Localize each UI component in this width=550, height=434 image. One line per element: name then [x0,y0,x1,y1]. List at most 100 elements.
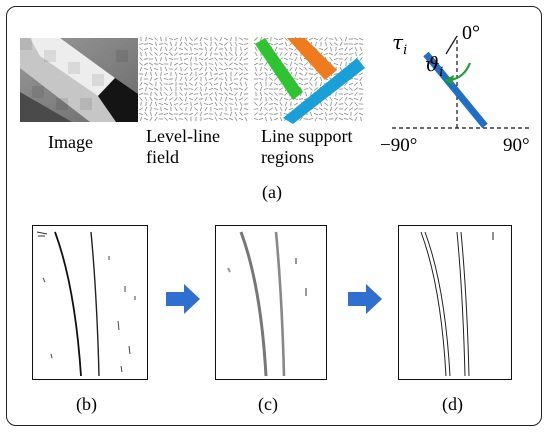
level-line-dash [184,47,188,51]
level-line-dash [344,46,348,52]
level-line-dash [144,106,148,112]
level-line-dash [279,96,283,102]
right-arrow-icon [166,284,200,314]
level-line-dash [229,52,233,56]
level-line-dash [200,106,202,112]
theta-label: ϑi [425,52,443,80]
level-line-dash [353,38,359,40]
level-line-dash [158,63,164,65]
level-line-dash [153,63,159,65]
level-line-dash [323,53,329,55]
level-line-dash [208,87,214,91]
level-line-dash [238,37,244,41]
level-line-dash [145,86,147,92]
level-line-dash [254,51,258,57]
level-line-dash [165,66,167,72]
level-line-dash [200,101,202,107]
level-line-dash [239,76,243,82]
level-line-dash [203,38,209,40]
level-line-dash [158,98,164,100]
level-line-dash [298,72,304,76]
level-line-field-thumbnail [138,36,249,122]
level-line-dash [293,102,299,106]
level-line-dash [324,41,328,47]
level-line-dash [358,88,364,90]
level-line-dash [193,48,199,50]
level-line-dash [243,57,249,61]
level-line-dash [238,43,244,45]
level-line-dash [308,118,314,120]
level-line-dash [348,53,354,55]
level-line-dash [153,87,159,91]
level-line-dash [284,41,288,47]
level-line-dash [224,102,228,106]
level-line-dash [169,92,173,96]
level-line-dash [328,113,334,115]
level-line-dash [139,57,143,61]
level-line-dash [313,112,319,116]
level-line-dash [288,107,294,111]
tau-label: τi [392,30,407,58]
level-line-dash [339,61,343,67]
level-line-dash [315,41,317,47]
level-line-dash [243,113,249,115]
level-line-dash [299,117,303,121]
image-thumbnail [20,38,138,122]
level-line-dash [344,36,348,42]
level-line-dash [354,102,358,106]
level-line-dash [188,92,194,96]
level-line-dash [204,96,208,102]
level-line-dash [223,57,229,61]
level-line-dash [239,81,243,87]
level-line-dash [273,113,279,115]
level-line-dash [183,72,189,76]
level-line-dash [334,116,338,122]
level-line-dash [354,112,358,116]
level-line-dash [179,86,183,92]
level-line-dash [348,97,354,101]
level-line-dash [298,82,304,86]
level-line-dash [218,72,224,76]
level-line-dash [260,66,262,72]
level-line-dash [150,71,152,77]
level-line-dash [170,41,172,47]
level-line-dash [223,67,229,71]
level-line-dash [143,62,149,66]
level-line-dash [188,88,194,90]
level-line-dash [288,48,294,50]
level-line-dash [154,56,158,62]
angle-arrow-head-icon [444,75,454,85]
level-line-dash [164,46,168,52]
level-line-dash [199,52,203,56]
level-line-dash [359,52,363,56]
level-line-dash [330,46,332,52]
level-line-dash [179,107,183,111]
level-line-dash [268,43,274,45]
zero-degree-label: 0° [462,22,480,44]
level-line-dash [210,51,212,57]
level-line-dash [224,51,228,57]
level-line-dash [213,108,219,110]
level-line-dash [228,97,234,101]
level-line-dash [289,67,293,71]
level-line-dash [150,91,152,97]
level-line-dash [238,67,244,71]
level-line-dash [159,46,163,52]
level-line-dash [219,81,223,87]
level-line-dash [180,66,182,72]
level-line-dash [273,43,279,45]
level-line-dash [294,56,298,62]
level-line-dash [188,112,194,116]
level-line-dash [204,51,208,57]
level-line-dash [358,43,364,45]
tau-subscript: i [403,43,408,58]
level-line-dash [234,56,238,62]
level-line-dash [220,96,222,102]
level-line-dash [309,111,313,117]
level-line-dash [218,93,224,95]
level-line-dash [228,103,234,105]
level-line-dash [304,62,308,66]
level-line-dash [349,87,353,91]
angle-ray [445,35,458,55]
level-line-dash [254,71,258,77]
